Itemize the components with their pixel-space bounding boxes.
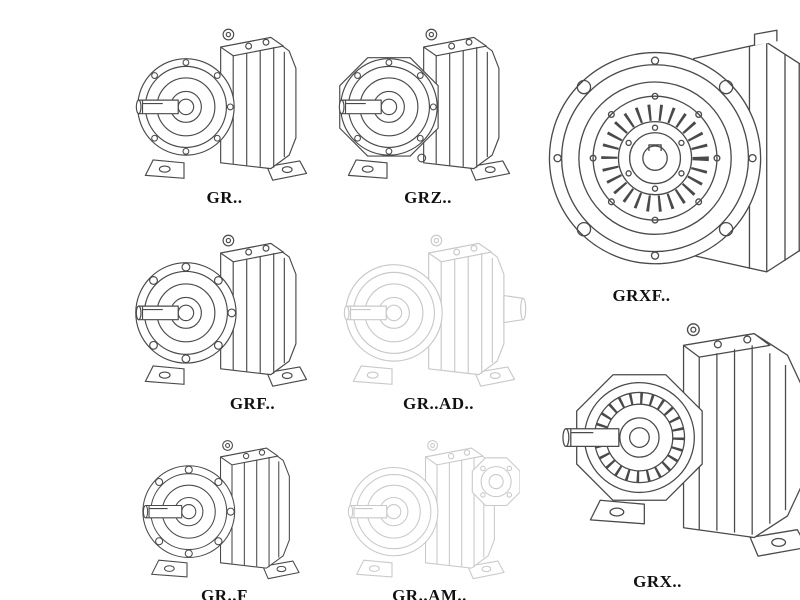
figure-cell-gr-am: GR..AM.. bbox=[332, 434, 527, 600]
gear-unit-drawing-grxf bbox=[541, 16, 800, 280]
figure-cell-grf: GRF.. bbox=[122, 228, 327, 414]
figure-label-grz: GRZ.. bbox=[404, 188, 452, 207]
figure-label-gr-f: GR..F bbox=[201, 586, 248, 600]
gear-unit-drawing-grx bbox=[546, 314, 800, 564]
gear-unit-drawing-grf bbox=[126, 228, 324, 392]
figure-cell-grxf: GRXF.. bbox=[538, 16, 800, 306]
gear-unit-drawing-grz bbox=[329, 22, 527, 186]
figure-cell-gr-f: GR..F bbox=[122, 434, 327, 600]
figure-cell-gr-ad: GR..AD.. bbox=[330, 228, 535, 414]
figure-label-grx: GRX.. bbox=[633, 572, 682, 591]
figure-label-gr: GR.. bbox=[206, 188, 243, 207]
gear-unit-drawing-gr-ad bbox=[334, 228, 532, 392]
gear-unit-drawing-gr-f bbox=[134, 434, 315, 584]
figure-label-gr-am: GR..AM.. bbox=[392, 586, 467, 600]
figure-cell-gr: GR.. bbox=[122, 22, 327, 208]
figure-cell-grz: GRZ.. bbox=[328, 22, 528, 208]
figure-label-grf: GRF.. bbox=[229, 394, 276, 413]
figure-label-gr-ad: GR..AD.. bbox=[402, 394, 475, 413]
gear-unit-drawing-gr-am bbox=[339, 434, 520, 584]
figure-label-grxf: GRXF.. bbox=[612, 286, 671, 305]
gear-unit-drawing-gr bbox=[126, 22, 324, 186]
figure-cell-grx: GRX.. bbox=[538, 314, 800, 592]
